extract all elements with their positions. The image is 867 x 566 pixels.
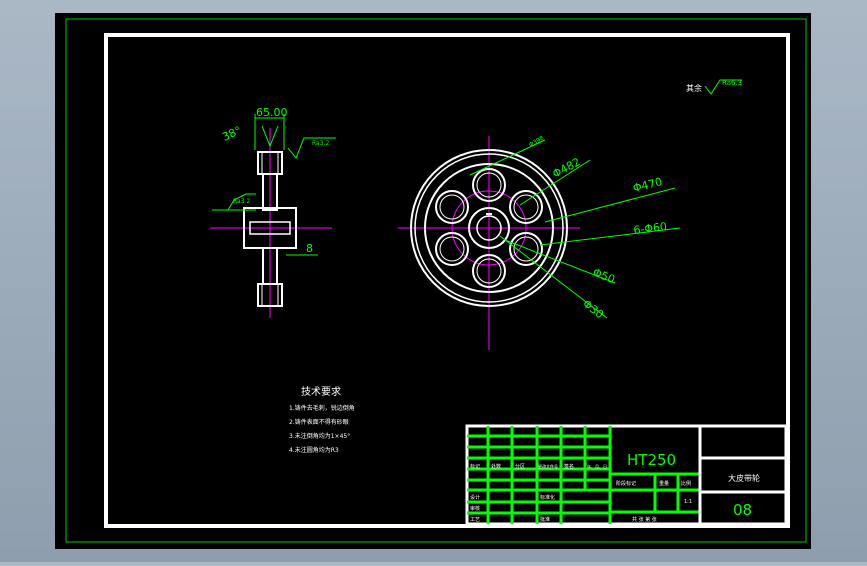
header-cell: 处数 — [491, 463, 501, 470]
header-cell: 标记 — [470, 463, 480, 470]
role-label: 审核 — [470, 505, 480, 512]
keyway-dimension: 8 — [306, 242, 313, 255]
hub-circle — [468, 207, 510, 249]
drawing-number: 08 — [733, 501, 752, 519]
rim-bottom — [257, 283, 283, 307]
rim-groove-circle — [414, 153, 564, 303]
role-label: 设计 — [470, 494, 480, 501]
lightening-hole — [435, 232, 469, 266]
rim-roughness-icon — [287, 137, 336, 159]
stage-label: 阶段标记 — [616, 480, 636, 487]
tech-requirement-item: 3.未注倒角均为1×45° — [289, 432, 350, 440]
tech-requirements-title: 技术要求 — [301, 385, 341, 398]
header-cell: 更改文件号 — [538, 463, 558, 469]
scale-label: 比例 — [681, 480, 691, 487]
tech-requirement-item: 2.铸件表面不得有砂眼 — [289, 418, 349, 426]
web-upper — [262, 173, 278, 211]
outer-border — [65, 18, 807, 543]
bore — [249, 221, 291, 235]
lightening-hole — [472, 168, 506, 202]
hub-roughness-icon — [227, 193, 256, 211]
standardization-label: 标准化 — [540, 494, 555, 501]
header-cell: 年、月、日 — [587, 463, 607, 469]
part-name: 大皮带轮 — [728, 473, 760, 483]
title-block: 标记 处数 分区 更改文件号 签名 年、月、日 设计 审核 工艺 标准化 批准 … — [465, 424, 788, 526]
lightening-hole — [472, 254, 506, 288]
lightening-hole — [509, 232, 543, 266]
hub — [243, 207, 297, 249]
rim-roughness-value: Ra3.2 — [312, 140, 329, 147]
bore-circle — [476, 215, 502, 241]
header-cell: 签名 — [564, 463, 574, 470]
lightening-hole — [435, 190, 469, 224]
roughness-symbol-icon — [704, 79, 742, 95]
hole-pitch-circle — [451, 190, 527, 266]
front-view: Φ398 Φ482 Φ470 6-Φ60 Φ50 Φ30 — [398, 134, 681, 350]
role-label: 批准 — [540, 516, 550, 523]
lightening-hole — [509, 190, 543, 224]
inner-rim-circle — [424, 163, 554, 293]
side-view: 65.00 38° Ra3.2 Ra3.2 8 — [210, 106, 336, 318]
roughness-note-label: 其余 — [686, 83, 702, 93]
material-value: HT250 — [627, 451, 676, 469]
tech-requirement-item: 1.铸件去毛刺，锐边倒角 — [289, 404, 355, 412]
tech-requirements: 技术要求 1.铸件去毛刺，锐边倒角 2.铸件表面不得有砂眼 3.未注倒角均为1×… — [289, 385, 355, 454]
outer-rim-circle — [410, 149, 568, 307]
hub-roughness-value: Ra3.2 — [233, 198, 250, 205]
roughness-note: 其余 Ra6.3 — [686, 79, 742, 95]
scale-value: 1:1 — [684, 499, 692, 505]
angle-marker-icon — [261, 125, 279, 148]
sheet-info: 共 张 第 张 — [632, 516, 657, 523]
weight-label: 重量 — [659, 480, 669, 487]
header-cell: 分区 — [515, 463, 525, 470]
drawing-frame — [104, 33, 790, 528]
role-label: 工艺 — [470, 517, 480, 523]
hole-count-diameter: 6-Φ60 — [633, 220, 668, 237]
tech-requirement-item: 4.未注圆角均为R3 — [289, 446, 339, 454]
roughness-note-value: Ra6.3 — [722, 79, 742, 87]
width-dimension: 65.00 — [256, 106, 288, 119]
